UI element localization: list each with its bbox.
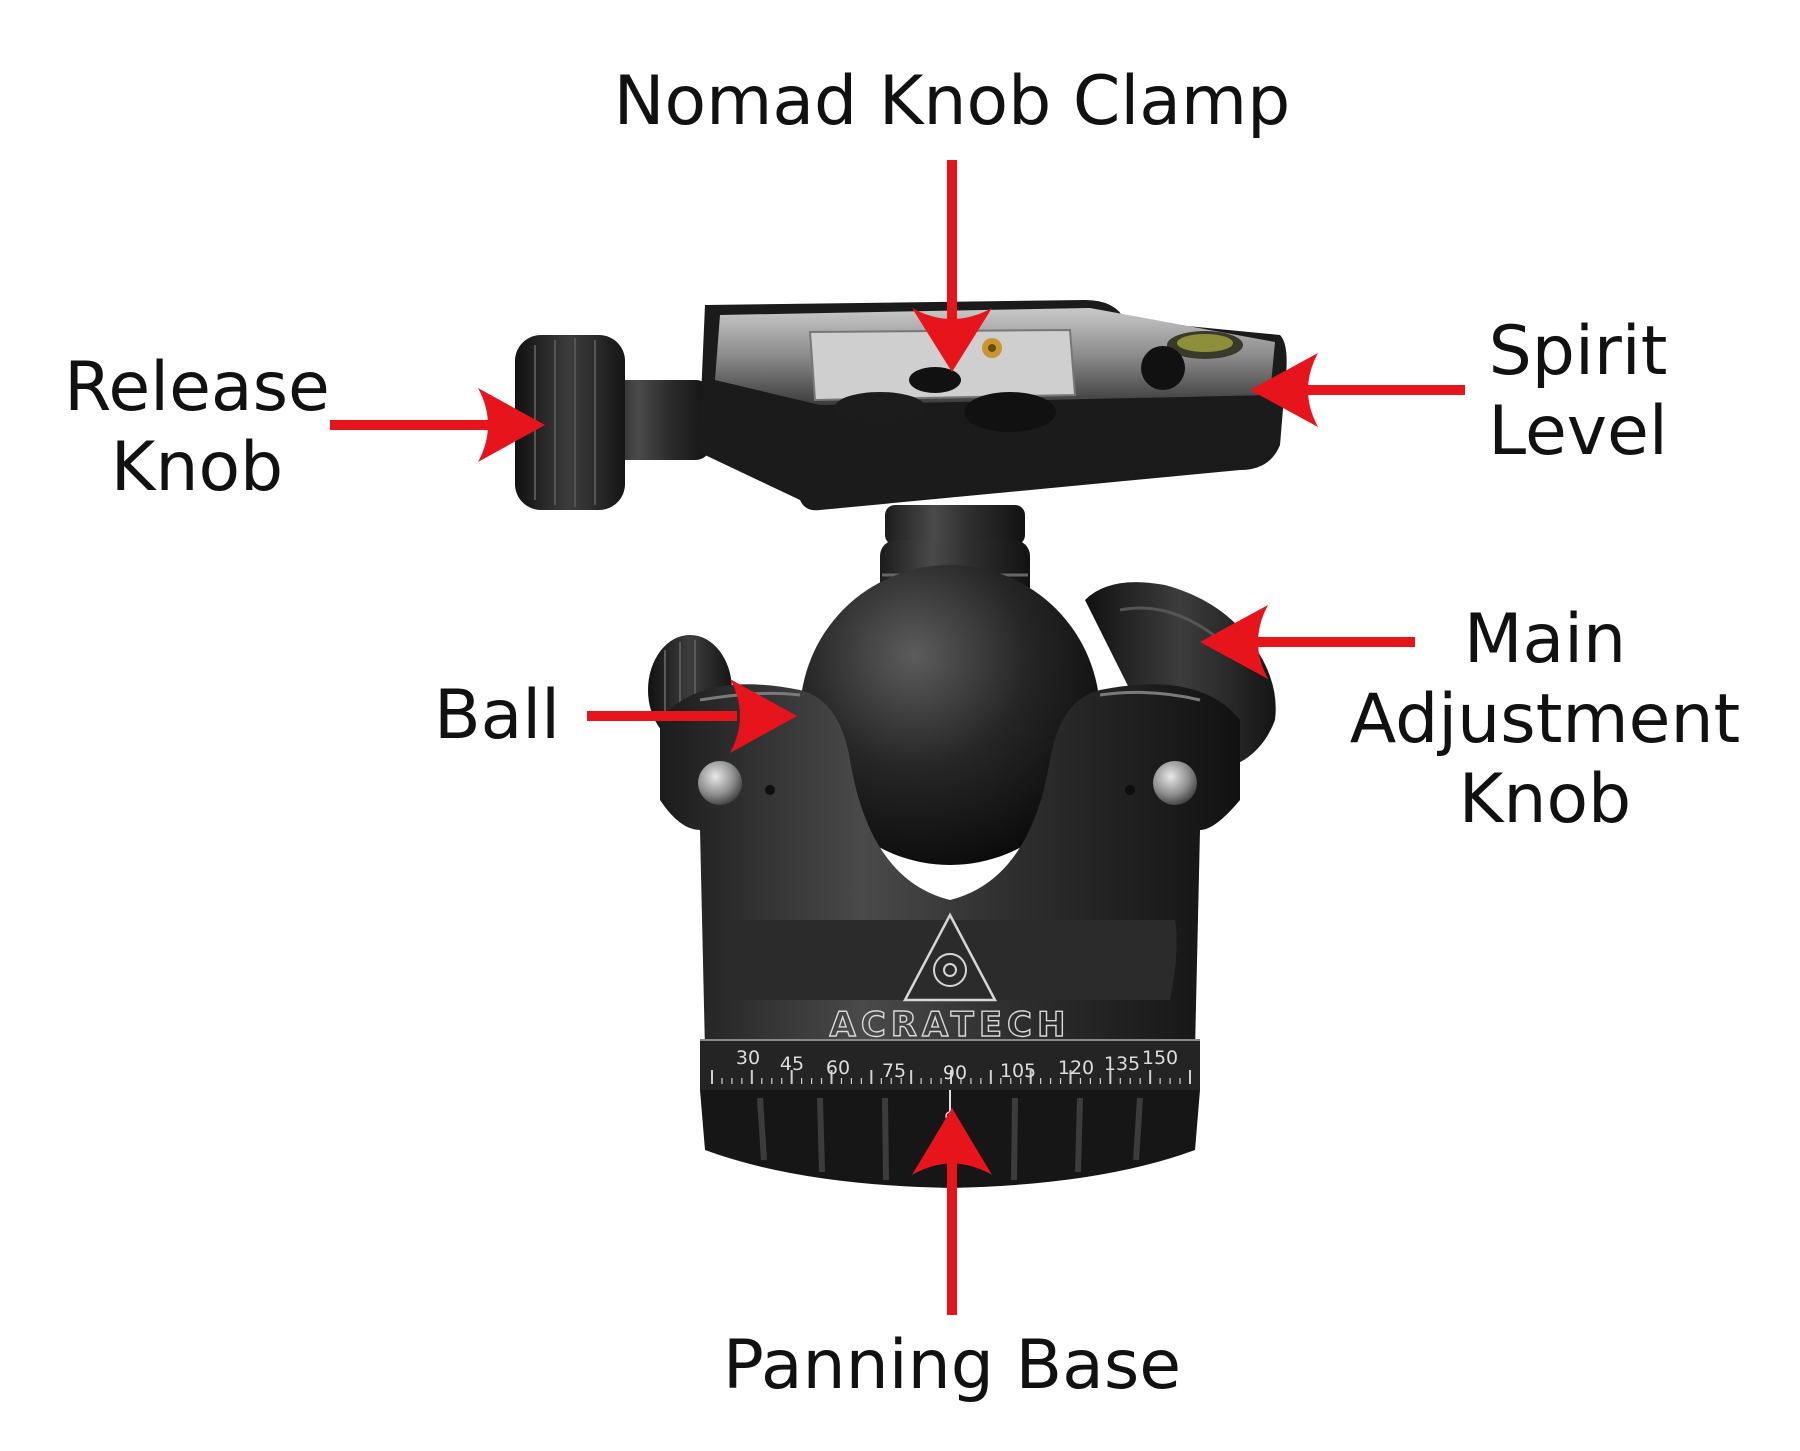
degree-scale bbox=[711, 1070, 1191, 1084]
label-release-knob-line2: Knob bbox=[111, 428, 283, 507]
label-ball: Ball bbox=[434, 676, 560, 755]
brand-text: ACRATECH bbox=[830, 1005, 1071, 1045]
label-main-adjustment-knob-line3: Knob bbox=[1459, 760, 1631, 839]
scale-number: 120 bbox=[1058, 1057, 1094, 1079]
arrow-spirit-level bbox=[1250, 353, 1465, 427]
label-main-adjustment-knob-line1: Main bbox=[1464, 600, 1626, 679]
arrow-nomad-knob-clamp bbox=[912, 160, 992, 372]
callout-arrows bbox=[330, 160, 1465, 1315]
label-main-adjustment-knob-line2: Adjustment bbox=[1350, 680, 1740, 759]
label-release-knob-line1: Release bbox=[64, 348, 330, 427]
brand-logo: ACRATECH bbox=[829, 912, 1071, 1046]
scale-number: 75 bbox=[882, 1060, 906, 1082]
arrow-release-knob bbox=[330, 388, 545, 462]
arrow-ball bbox=[587, 679, 797, 753]
scale-number: 30 bbox=[736, 1047, 760, 1069]
callout-labels: Nomad Knob Clamp Release Knob Spirit Lev… bbox=[64, 62, 1740, 1405]
socket-part bbox=[660, 684, 1240, 1050]
clamp-part bbox=[698, 300, 1287, 511]
scale-number: 60 bbox=[826, 1057, 850, 1079]
label-spirit-level-line2: Level bbox=[1488, 392, 1668, 471]
scale-number: 105 bbox=[1000, 1060, 1036, 1082]
label-spirit-level-line1: Spirit bbox=[1489, 312, 1668, 391]
label-nomad-knob-clamp: Nomad Knob Clamp bbox=[614, 62, 1291, 141]
scale-number: 150 bbox=[1142, 1047, 1178, 1069]
scale-number: 135 bbox=[1104, 1053, 1140, 1075]
scale-number: 90 bbox=[943, 1062, 967, 1084]
ball-head-illustration: ACRATECH 30 45 60 75 90 105 120 135 150 bbox=[515, 300, 1287, 1188]
degree-scale-labels: 30 45 60 75 90 105 120 135 150 bbox=[736, 1047, 1178, 1084]
release-knob-part bbox=[515, 335, 746, 510]
label-panning-base: Panning Base bbox=[723, 1326, 1181, 1405]
ball-part bbox=[800, 565, 1100, 865]
arrow-main-adjustment-knob bbox=[1200, 605, 1415, 679]
scale-number: 45 bbox=[780, 1053, 804, 1075]
arrow-panning-base bbox=[912, 1108, 992, 1315]
